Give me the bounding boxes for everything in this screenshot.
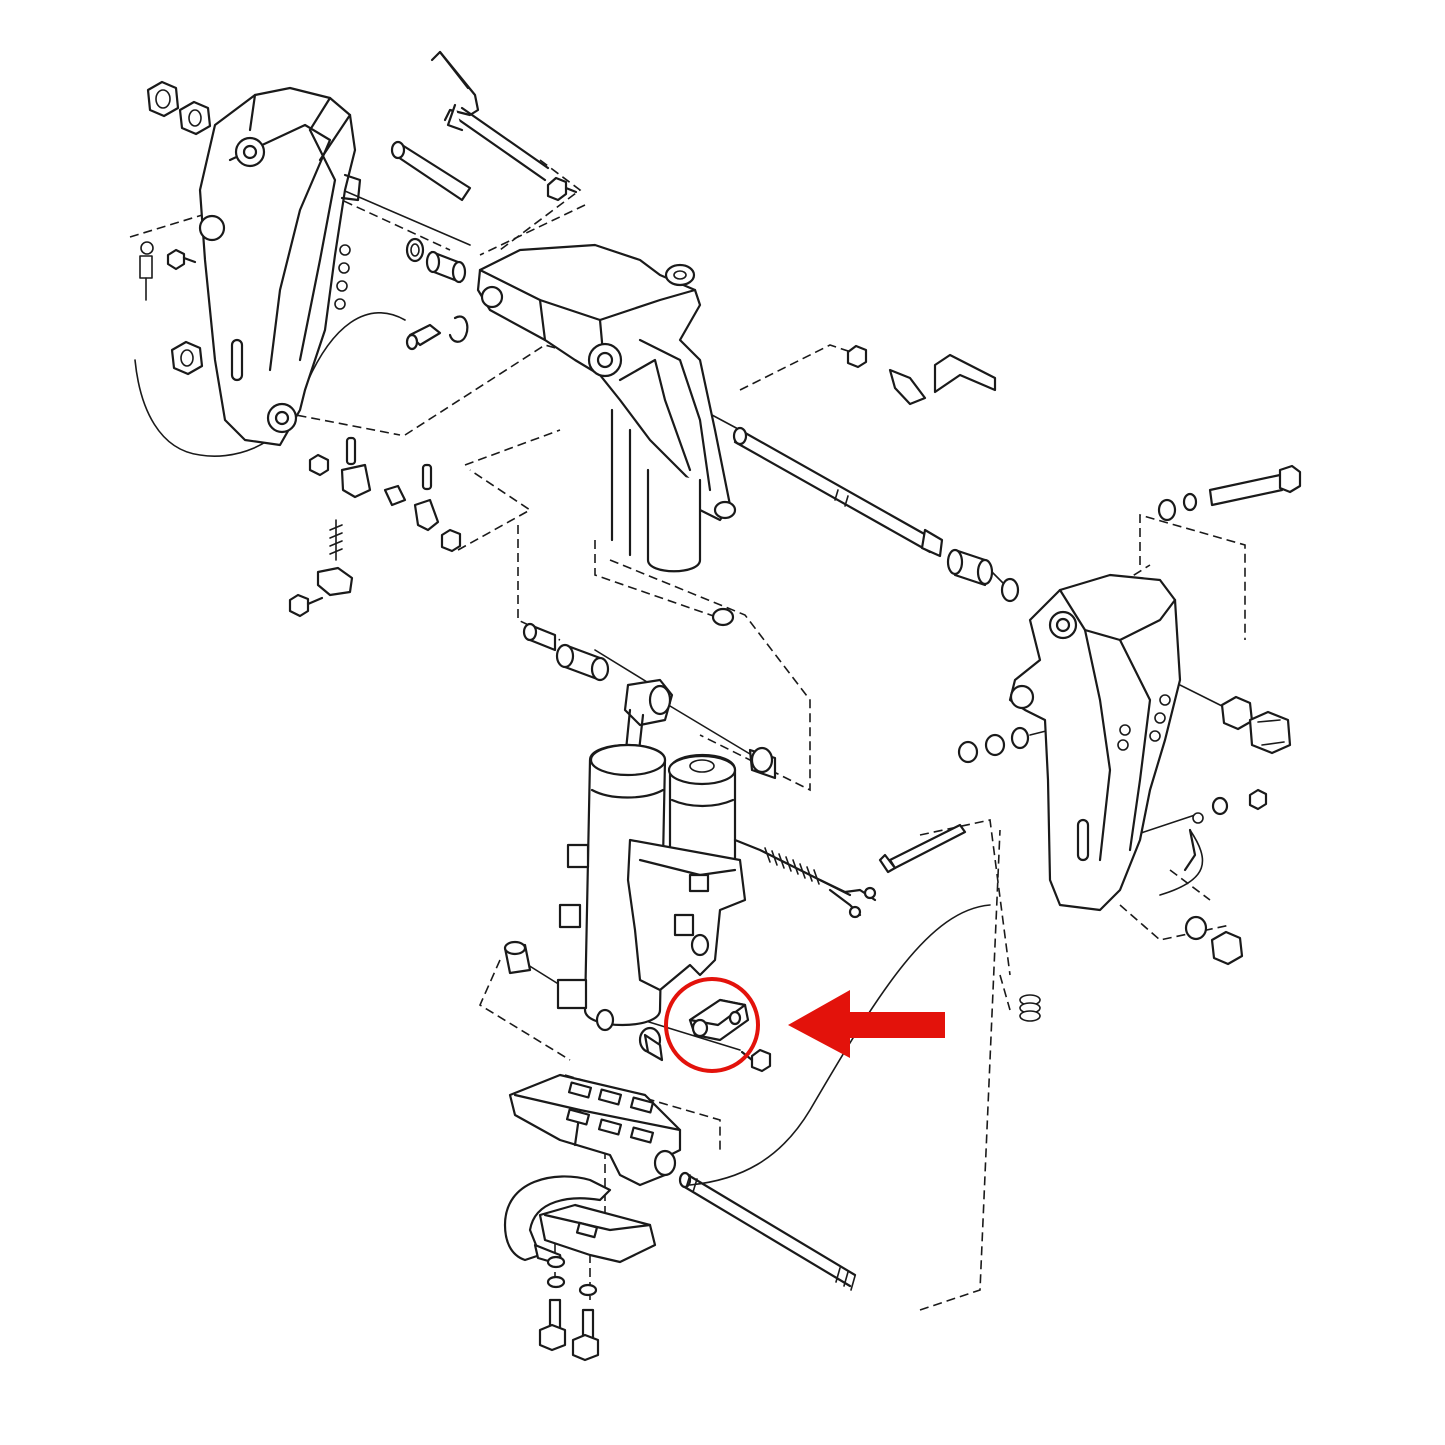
- hose-clamp: [448, 315, 469, 343]
- washer: [1184, 915, 1208, 941]
- starboard-clamp-bracket: [1008, 573, 1204, 912]
- bushing: [522, 622, 557, 652]
- tilt-pin: [878, 823, 967, 874]
- spring: [1019, 994, 1041, 1022]
- washer: [1182, 492, 1198, 512]
- pin: [345, 436, 357, 466]
- swivel-bracket: [476, 243, 737, 573]
- bushing: [946, 548, 994, 587]
- anode-plate: [688, 998, 750, 1042]
- thru-tube: [732, 426, 944, 558]
- bolt: [308, 453, 330, 477]
- lock-link: [413, 498, 440, 532]
- bottom-bracket: [508, 1073, 682, 1187]
- steering-pin: [390, 140, 472, 202]
- hardware-top-left: [139, 80, 578, 376]
- bolt: [1248, 788, 1268, 811]
- nut: [1210, 930, 1244, 966]
- washer: [1010, 726, 1030, 750]
- nut: [1248, 710, 1292, 755]
- pin: [421, 463, 433, 491]
- highlight-circle: [664, 977, 760, 1073]
- tilt-handle: [846, 344, 997, 406]
- hose-clamp: [711, 607, 735, 627]
- bushing: [638, 1026, 664, 1062]
- grease-fitting: [405, 323, 442, 351]
- washer: [546, 1255, 566, 1269]
- bushing: [555, 643, 610, 682]
- washer: [984, 733, 1006, 757]
- bolt: [546, 176, 578, 202]
- lower-clamp: [503, 1175, 657, 1362]
- port-clamp-bracket: [198, 86, 362, 447]
- washer: [405, 237, 425, 263]
- washer: [546, 1275, 566, 1289]
- trim-motor: [667, 754, 737, 873]
- bolt: [846, 344, 868, 369]
- arrow-left-icon: [788, 990, 945, 1058]
- ground-lead: [139, 241, 154, 301]
- washer: [578, 1283, 598, 1297]
- nut: [440, 528, 462, 553]
- bolt: [571, 1308, 600, 1362]
- spring: [329, 519, 343, 561]
- bolt: [166, 248, 197, 271]
- hardware-bottom-left: [503, 940, 664, 1062]
- power-trim-tilt-unit: [522, 622, 877, 1032]
- bushing: [425, 250, 467, 284]
- washer: [1211, 796, 1229, 816]
- nut: [146, 80, 180, 118]
- nut: [170, 340, 204, 376]
- nut: [1220, 695, 1254, 731]
- washer: [957, 740, 979, 764]
- washer: [1157, 498, 1177, 522]
- tilt-lever-parts: [288, 436, 462, 618]
- bushing: [383, 484, 407, 507]
- bolt: [538, 1298, 567, 1352]
- tilt-lock-lever: [430, 50, 550, 182]
- bushing: [503, 940, 532, 975]
- lock-link: [340, 463, 372, 499]
- hardware-right: [711, 464, 1302, 1022]
- bolt: [1208, 464, 1302, 507]
- bolt: [288, 593, 324, 618]
- bushing: [748, 746, 777, 780]
- spring-bracket: [316, 566, 354, 597]
- nut: [178, 100, 212, 136]
- washer: [1000, 577, 1020, 603]
- tilt-rod: [678, 1171, 857, 1291]
